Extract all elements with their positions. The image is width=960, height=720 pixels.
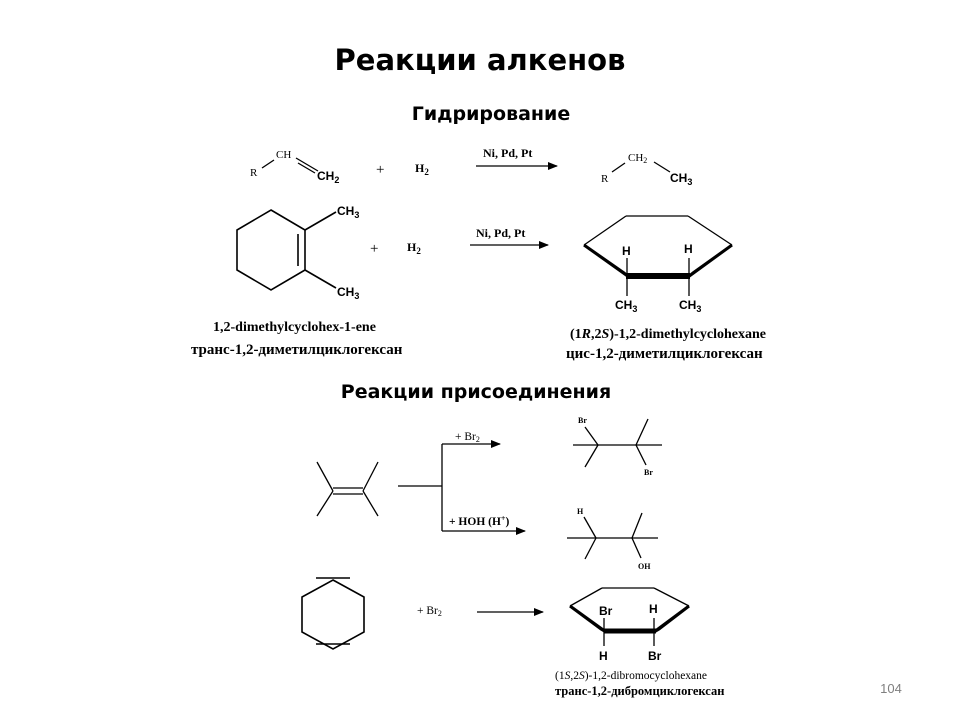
cyclohexene-ring-2 (301, 579, 365, 650)
ch3-bottom-label: CH3 (337, 285, 359, 301)
p2-oh-bond (631, 537, 642, 559)
product-ch2-label: CH2 (628, 152, 647, 165)
reaction-2: CH3 CH3 + H2 Ni, Pd, Pt H H CH3 CH3 (236, 204, 733, 314)
p4-h-top-right: H (649, 602, 658, 616)
p4-h-bottom-left: H (599, 649, 608, 663)
prod-h-right: H (684, 242, 693, 256)
prod-ch3-left: CH3 (615, 298, 637, 314)
alkene-sub-ur (362, 461, 379, 492)
reaction-1: R CH CH2 + H2 Ni, Pd, Pt R CH2 CH3 (250, 146, 692, 187)
prod-ch3-right: CH3 (679, 298, 701, 314)
double-bond-2 (297, 162, 316, 174)
reactant-name-ru: транс-1,2-диметилциклогексан (191, 342, 403, 358)
catalyst-label-2: Ni, Pd, Pt (476, 226, 525, 240)
cyclohexene-ring (236, 209, 306, 291)
p1-br2-bond (635, 444, 647, 466)
r-label: R (250, 167, 258, 179)
p1-br-bottom: Br (644, 468, 653, 477)
h2-label-1: H2 (415, 161, 429, 177)
p4-ring-ul (569, 587, 603, 607)
reagent-br2-label: + Br2 (455, 431, 480, 444)
p2-oh: OH (638, 562, 651, 571)
prod-ring-ur (687, 215, 733, 246)
slide-title: Реакции алкенов (335, 43, 626, 77)
p4-br-top-left: Br (599, 604, 613, 618)
reaction-3: + Br2 + HOH (H+) Br Br H OH (316, 416, 662, 571)
prod-wedge-right (687, 243, 733, 279)
alkene-sub-lr (362, 490, 379, 517)
product-r-label: R (601, 173, 609, 185)
product4-name-en: (1S,2S)-1,2-dibromocyclohexane (555, 670, 707, 682)
bond-r-ch (261, 159, 275, 169)
p4-br-bottom-right: Br (648, 649, 662, 663)
methyl-bond-bottom (304, 269, 337, 289)
reaction-4: + Br2 Br H H Br (301, 577, 690, 663)
p4-ring-ur (653, 587, 690, 607)
ch3-top-label: CH3 (337, 204, 359, 220)
methyl-bond-top (304, 211, 337, 231)
ch2-label: CH2 (317, 169, 339, 185)
alkene-sub-ul (316, 461, 334, 492)
p1-br-top: Br (578, 416, 587, 425)
p1-down (584, 444, 599, 468)
section-hydrogenation: Гидрирование (412, 103, 571, 125)
product-name-ru: цис-1,2-диметилциклогексан (566, 346, 763, 362)
product-ch3-label: CH3 (670, 171, 692, 187)
ch-label: CH (276, 149, 291, 161)
bond-p2 (653, 161, 671, 173)
page-number: 104 (880, 681, 902, 696)
plus-sign-1: + (376, 162, 384, 178)
p2-down (584, 537, 597, 560)
alkene-sub-ll (316, 490, 334, 517)
bond-p1 (611, 162, 626, 173)
prod-ring-ul (583, 215, 627, 246)
product-name-en: (1R,2S)-1,2-dimethylcyclohexane (570, 327, 766, 342)
prod-h-left: H (622, 244, 631, 258)
p2-up (631, 512, 643, 539)
catalyst-label-1: Ni, Pd, Pt (483, 146, 532, 160)
p2-h: H (577, 507, 584, 516)
reagent-hoh-label: + HOH (H+) (449, 514, 509, 528)
section-addition: Реакции присоединения (341, 381, 611, 403)
double-bond-1 (295, 157, 319, 172)
p2-h-bond (583, 516, 597, 539)
p1-br-bond (584, 426, 599, 446)
plus-sign-2: + (370, 241, 378, 257)
reagent-br2-label-2: + Br2 (417, 605, 442, 618)
h2-label-2: H2 (407, 240, 421, 256)
p1-up (635, 418, 649, 446)
product4-name-ru: транс-1,2-дибромциклогексан (555, 684, 724, 698)
p4-wedge-right (653, 604, 690, 634)
reactant-name-en: 1,2-dimethylcyclohex-1-ene (213, 320, 376, 335)
